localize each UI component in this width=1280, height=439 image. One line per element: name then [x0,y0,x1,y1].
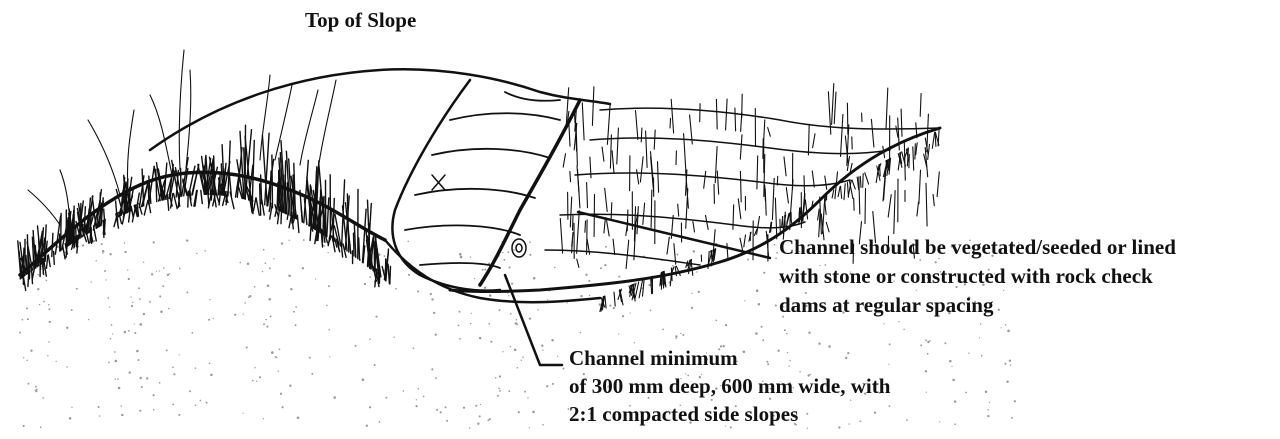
channel-dimensions-line-2: of 300 mm deep, 600 mm wide, with [569,372,890,400]
channel-dimensions-line-1: Channel minimum [569,344,890,372]
channel-center-line [480,100,580,285]
channel-dimensions-line-3: 2:1 compacted side slopes [569,400,890,428]
channel-lining-line-1: Channel should be vegetated/seeded or li… [779,233,1176,262]
top-of-slope-label: Top of Slope [305,8,416,33]
left-mound-vegetation [18,125,391,290]
channel-lining-line-3: dams at regular spacing [779,291,1176,320]
channel-left-wall [392,80,500,291]
channel-lining-callout: Channel should be vegetated/seeded or li… [779,233,1176,320]
channel-lining-line-2: with stone or constructed with rock chec… [779,262,1176,291]
slope-top-ridge [150,69,610,150]
channel-rock-detail [432,175,526,257]
channel-dimensions-callout: Channel minimum of 300 mm deep, 600 mm w… [569,344,890,428]
